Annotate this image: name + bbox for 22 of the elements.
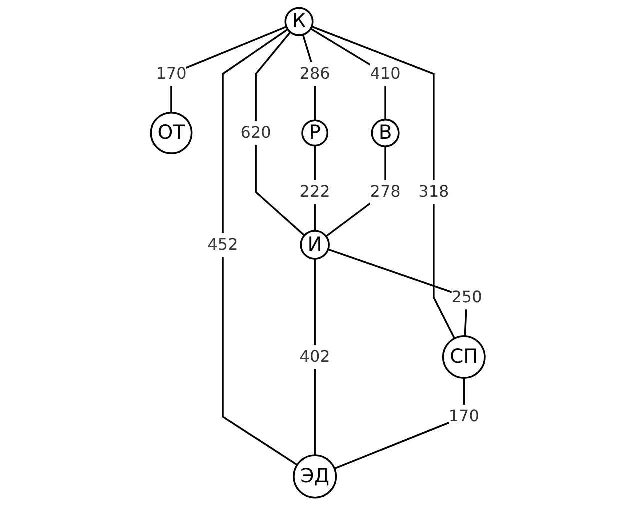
edge-label: 170 [449,407,480,426]
edge-label: 410 [370,64,402,84]
edge-label: 222 [300,182,331,202]
node-circle: Р [302,120,329,147]
edge-label: 278 [370,182,402,202]
edge-label: 170 [156,64,188,84]
edge-label: 620 [241,124,272,143]
edge-label: 286 [300,64,331,84]
connector [222,28,298,466]
connector [314,258,316,456]
node-circle: ЭД [293,454,338,499]
node-circle: СП [442,336,486,380]
node-circle: В [372,118,400,148]
connector [256,32,306,236]
edge-label: 452 [208,236,239,254]
node-circle: К [285,7,314,36]
edge-label: 250 [452,288,483,308]
node-circle: И [300,230,330,260]
connector [312,26,456,340]
node-circle: ОТ [150,112,194,154]
edge-label: 402 [300,348,331,367]
edge-label: 318 [419,182,450,202]
